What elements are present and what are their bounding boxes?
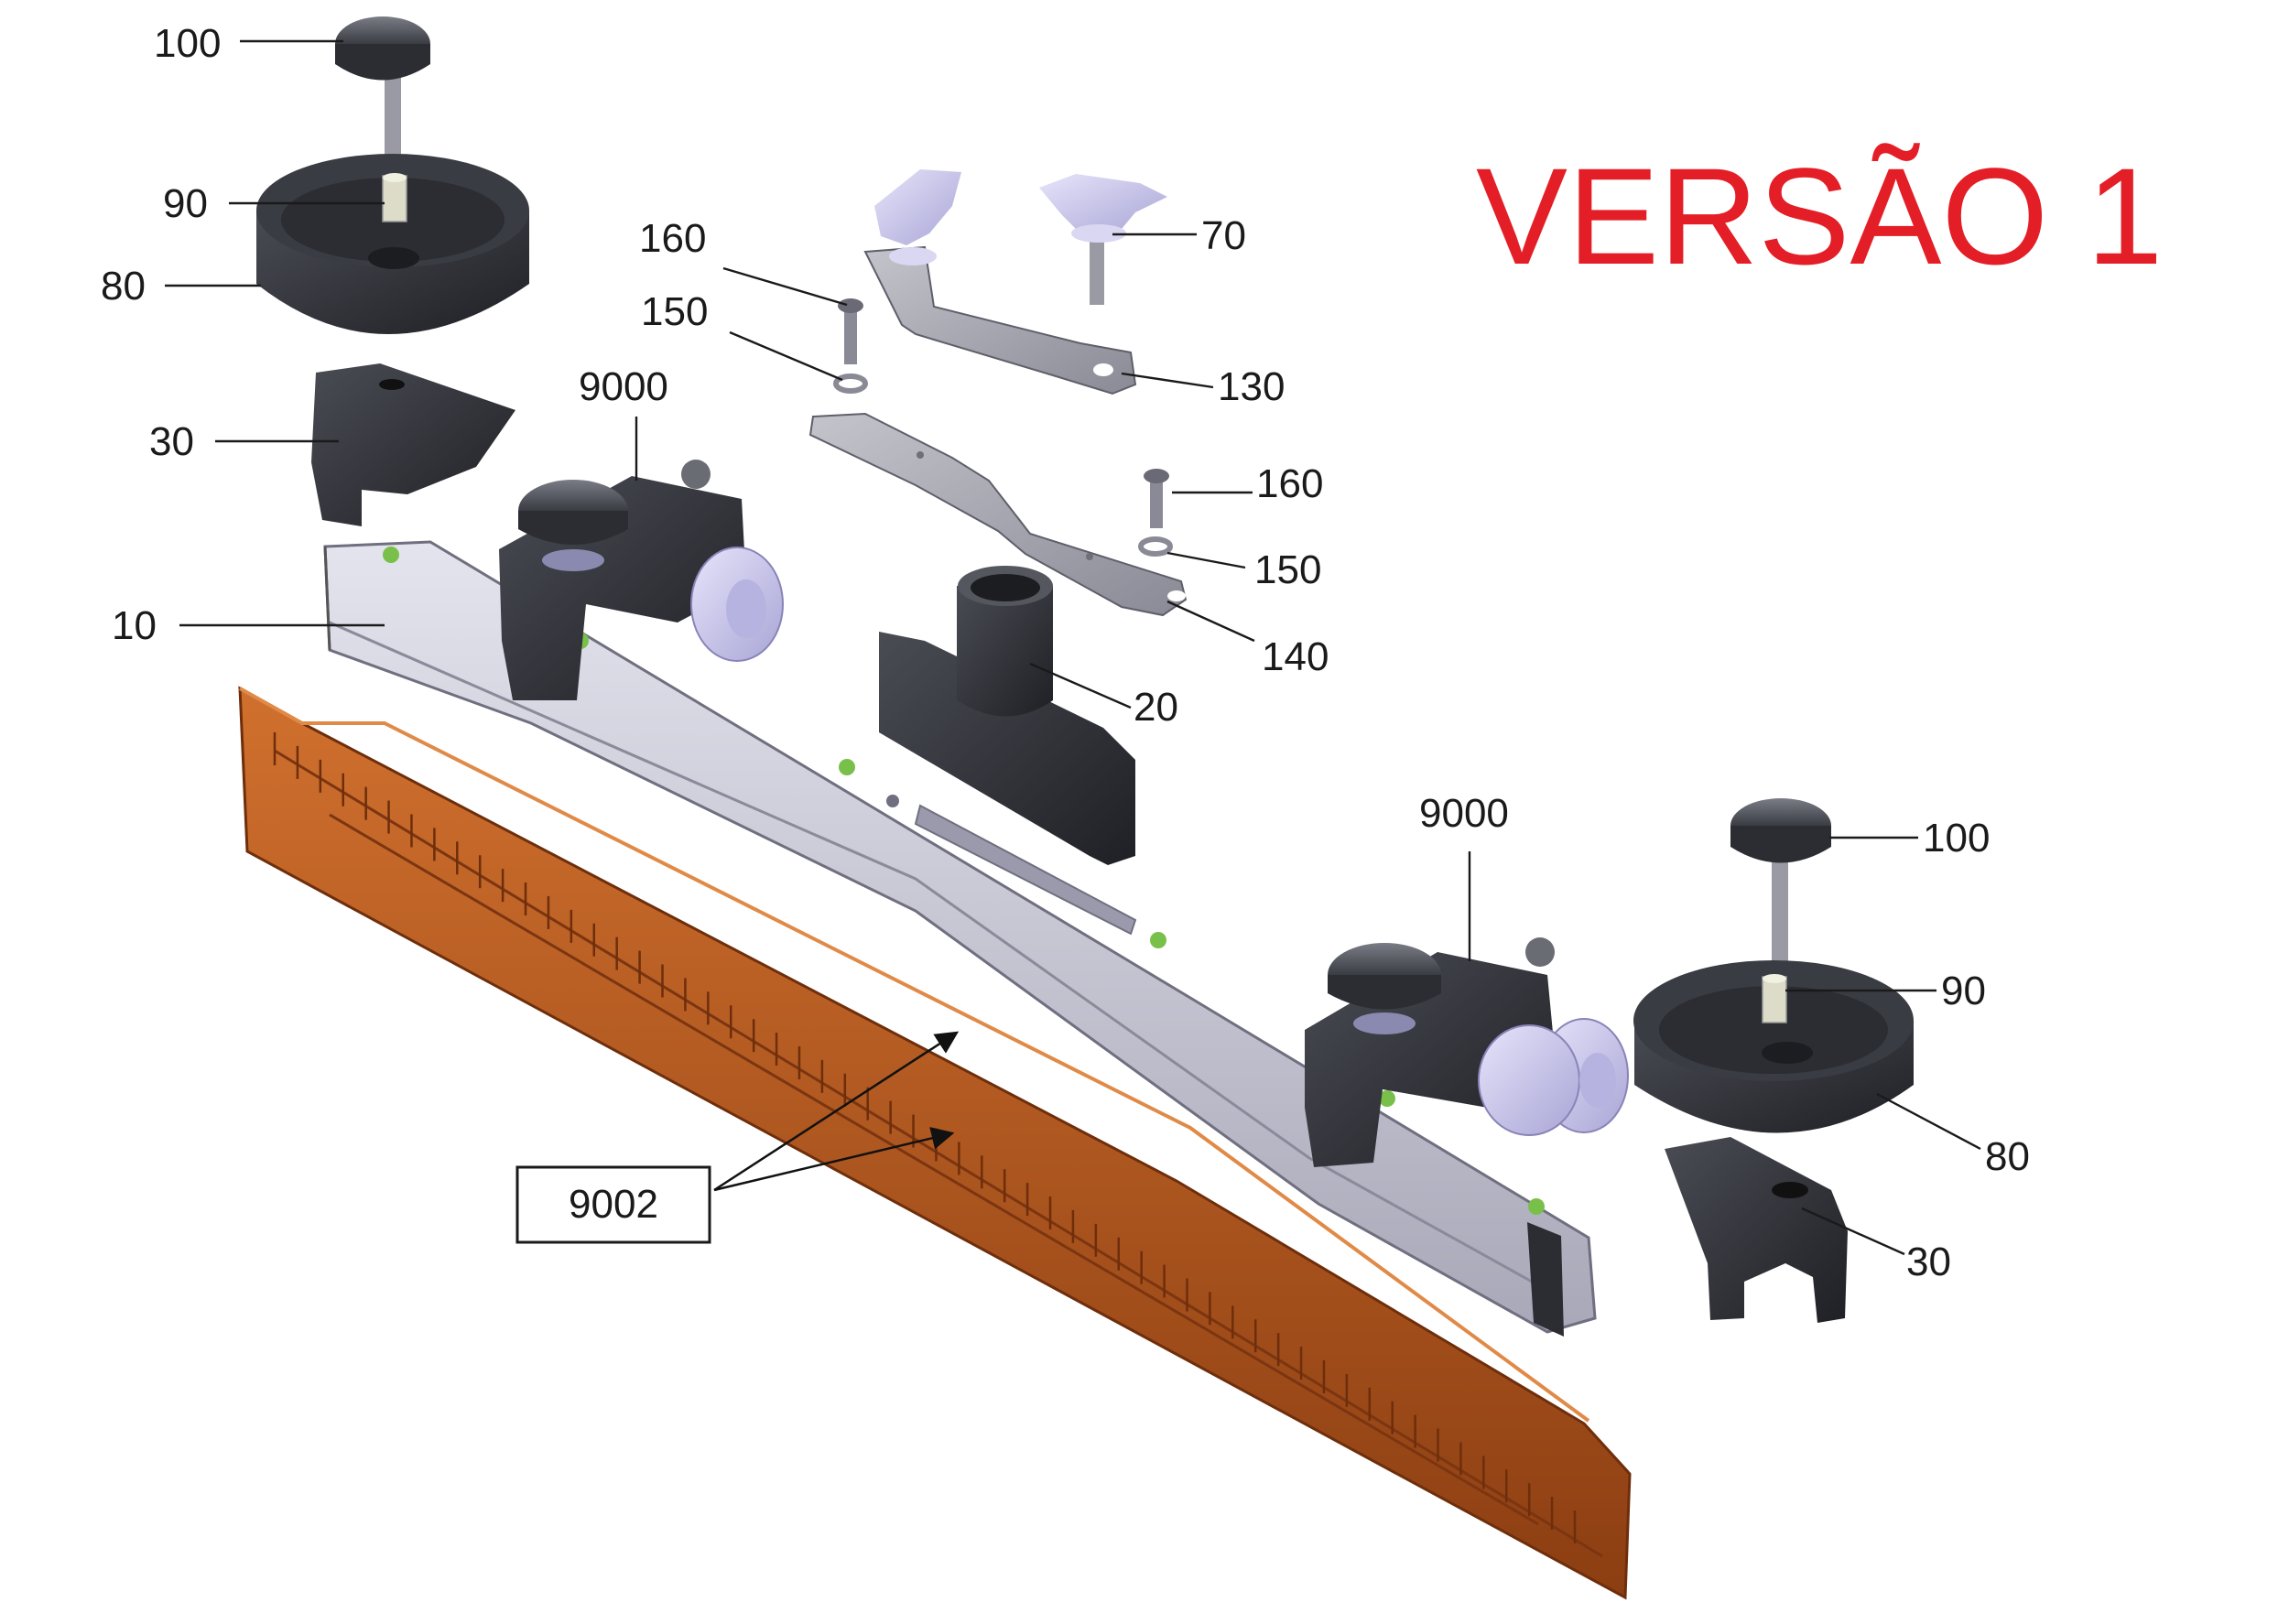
screw-lower — [1144, 469, 1169, 528]
marker-dot — [1379, 1090, 1395, 1107]
label-screw-lower: 160 — [1256, 461, 1323, 506]
version-title: VERSÃO 1 — [1476, 139, 2163, 293]
unit-9000-left — [499, 460, 784, 700]
marker-dot — [1528, 1198, 1545, 1215]
label-bracket-left: 30 — [149, 419, 194, 464]
callout-9002-text: 9002 — [569, 1182, 658, 1227]
knob-right — [1730, 798, 1831, 970]
callout-9002: 9002 — [515, 1165, 711, 1244]
label-screw-upper: 160 — [639, 216, 706, 261]
label-plate-140: 140 — [1262, 634, 1329, 679]
marker-dot — [383, 547, 399, 563]
label-unit-right: 9000 — [1419, 791, 1509, 836]
label-wingnut-top: 70 — [1201, 213, 1246, 258]
marker-dot — [839, 759, 855, 775]
leader-lines — [165, 39, 1981, 1256]
plate-130 — [863, 245, 1137, 395]
label-wheel-top-left: 80 — [101, 264, 146, 309]
bracket-right — [1665, 1137, 1848, 1323]
wing-nut-70 — [1039, 174, 1167, 305]
aluminium-beam — [323, 540, 1597, 1337]
label-knob-top-left: 100 — [154, 21, 221, 66]
label-washer-lower: 150 — [1254, 547, 1321, 592]
plate-140 — [808, 412, 1188, 617]
hose-connector-20 — [879, 566, 1135, 865]
blade-teeth — [273, 732, 1577, 1543]
label-bushing-right: 90 — [1941, 969, 1986, 1013]
washer-upper — [833, 374, 868, 394]
bracket-top-left — [311, 363, 515, 526]
wing-nut-on-plate — [874, 169, 961, 265]
bushing-right — [1762, 974, 1787, 1023]
label-bushing-top-left: 90 — [163, 181, 208, 226]
label-beam: 10 — [112, 603, 157, 648]
unit-9000-right — [1305, 937, 1629, 1167]
bushing-top-left — [382, 173, 407, 222]
label-washer-upper: 150 — [641, 289, 708, 334]
label-knob-right: 100 — [1923, 816, 1990, 861]
washer-lower — [1138, 536, 1173, 557]
screw-upper — [838, 298, 863, 364]
label-unit-left: 9000 — [579, 364, 668, 409]
label-wheel-right: 80 — [1985, 1134, 2030, 1179]
marker-dot — [1150, 932, 1166, 948]
label-plate-130: 130 — [1218, 364, 1285, 409]
label-bracket-right: 30 — [1906, 1240, 1951, 1284]
label-hose-connector: 20 — [1134, 685, 1178, 730]
part-labels: 100 90 80 30 10 160 150 70 130 9000 160 … — [101, 21, 2030, 1284]
knob-top-left — [335, 16, 430, 174]
